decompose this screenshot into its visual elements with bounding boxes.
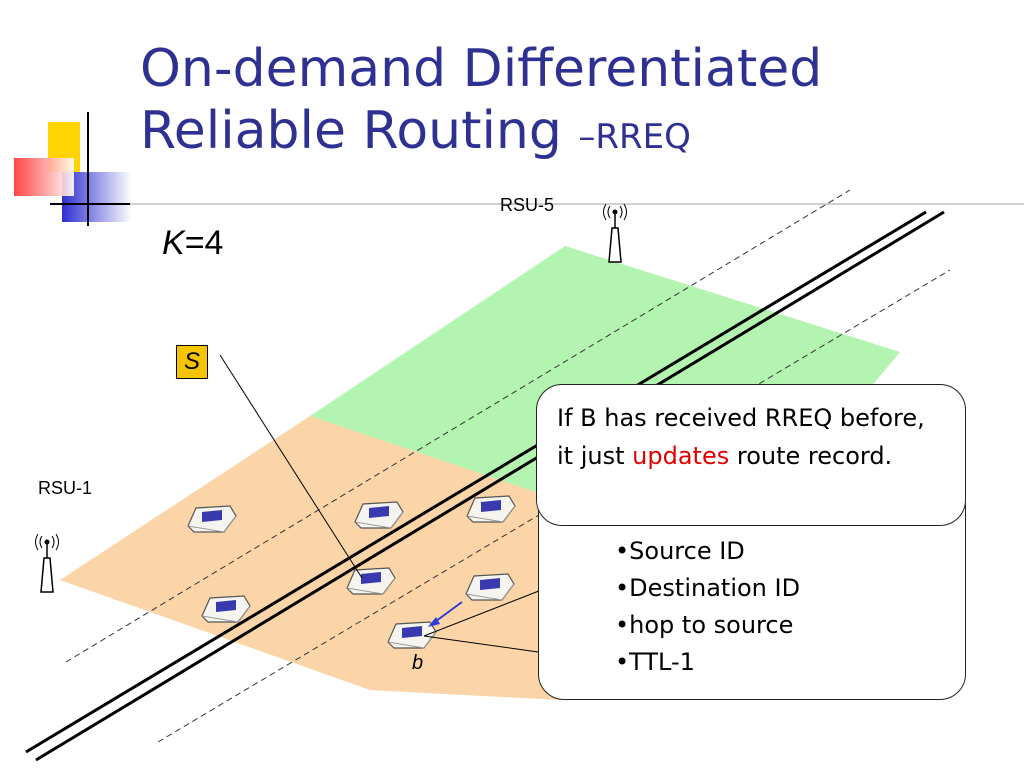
title-line-2: Reliable Routing: [140, 101, 562, 161]
callout-pointer-line-2: [423, 635, 539, 653]
source-pointer-line: [219, 354, 363, 579]
title-line-1: On-demand Differentiated: [140, 39, 823, 99]
rreq-field: •hop to source: [615, 611, 794, 639]
rsu-5-label: RSU-5: [500, 195, 555, 215]
rsu-1-label: RSU-1: [38, 478, 93, 498]
update-note-callout: If B has received RREQ before, it just u…: [536, 384, 966, 526]
coverage-region-near: [60, 410, 560, 700]
note-highlight: updates: [632, 442, 730, 470]
slide-title: On-demand Differentiated Reliable Routin…: [140, 38, 822, 168]
title-suffix: –RREQ: [578, 117, 691, 157]
forward-arrow-icon: [428, 601, 463, 627]
source-node-label: S: [176, 345, 208, 379]
note-text-before: If B has received RREQ before, it just: [557, 404, 925, 470]
k-value: =4: [184, 224, 224, 262]
rsu-5-tower: [602, 203, 628, 263]
k-variable: K: [162, 224, 185, 262]
rreq-field: •Source ID: [615, 537, 745, 565]
note-text-after: route record.: [729, 442, 893, 470]
slide-logo: [14, 112, 136, 226]
rreq-field: •Destination ID: [615, 574, 801, 602]
road-center-lines: [25, 210, 945, 762]
rsu-1-tower: [34, 533, 60, 593]
rreq-field: •TTL-1: [615, 648, 695, 676]
vehicle-b-label: b: [412, 652, 424, 674]
k-parameter: K=4: [162, 224, 223, 263]
